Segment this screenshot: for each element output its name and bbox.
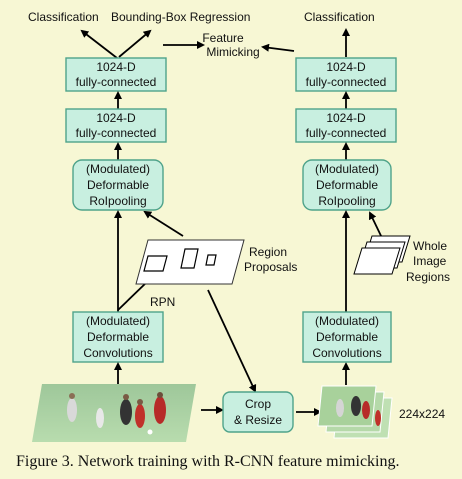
left-fc-bottom-line2: fully-connected <box>76 126 157 140</box>
bbox-regression-label: Bounding-Box Regression <box>111 10 250 24</box>
arrow-proposals-to-crop <box>207 289 257 393</box>
left-conv-line3: Convolutions <box>83 346 152 360</box>
right-conv-box <box>302 311 392 363</box>
proposal-box-2 <box>180 248 199 269</box>
right-fc-bottom-line1: 1024-D <box>326 111 366 125</box>
proposal-box-3 <box>205 254 217 266</box>
region-proposals-plane <box>135 239 245 285</box>
right-conv-line1: (Modulated) <box>315 314 379 328</box>
left-conv-line2: Deformable <box>87 330 149 344</box>
crop-resize-line2: & Resize <box>234 413 282 427</box>
feature-mimicking-line1: Feature <box>202 31 244 45</box>
proposal-box-1 <box>143 255 168 272</box>
right-fc-top-box <box>295 57 397 92</box>
input-image <box>32 384 196 442</box>
whole-image-regions-stack <box>353 235 411 275</box>
whole-image-regions-line2: Image <box>413 254 447 268</box>
crop-resize-line1: Crop <box>245 397 271 411</box>
left-fc-top-box <box>65 57 167 92</box>
right-fc-bottom-line2: fully-connected <box>306 126 387 140</box>
left-fc-top-line2: fully-connected <box>76 75 157 89</box>
arrow-to-left-classification <box>80 29 118 59</box>
right-roipool-line3: RoIpooling <box>318 194 375 208</box>
arrow-proposals-to-roipool <box>143 210 184 237</box>
right-fc-bottom-box <box>295 108 397 143</box>
right-roipool-line1: (Modulated) <box>315 162 379 176</box>
figure-caption: Figure 3. Network training with R-CNN fe… <box>16 453 399 470</box>
cropped-images <box>317 385 393 439</box>
crop-resize-box <box>222 391 294 433</box>
right-fc-top-line1: 1024-D <box>326 60 366 74</box>
left-fc-top-line1: 1024-D <box>96 60 136 74</box>
region-proposals-line1: Region <box>249 245 287 259</box>
right-conv-line3: Convolutions <box>312 346 381 360</box>
left-conv-line1: (Modulated) <box>86 314 150 328</box>
left-classification-label: Classification <box>28 10 99 24</box>
left-fc-bottom-line1: 1024-D <box>96 111 136 125</box>
right-roipool-line2: Deformable <box>316 178 378 192</box>
rpn-label: RPN <box>150 295 175 309</box>
crop-size-label: 224x224 <box>399 407 445 421</box>
left-roipool-line1: (Modulated) <box>86 162 150 176</box>
right-fc-top-line2: fully-connected <box>306 75 387 89</box>
arrow-to-bbox-regression <box>118 29 152 58</box>
left-roipool-line2: Deformable <box>87 178 149 192</box>
right-conv-line2: Deformable <box>316 330 378 344</box>
arrow-mimicking-from-right <box>261 43 295 52</box>
whole-image-regions-line1: Whole <box>413 239 447 253</box>
whole-image-regions-line3: Regions <box>406 270 450 284</box>
feature-mimicking-line2: Mimicking <box>206 45 259 59</box>
region-proposals-line2: Proposals <box>244 260 297 274</box>
left-roipool-line3: RoIpooling <box>89 194 146 208</box>
left-fc-bottom-box <box>65 108 167 143</box>
right-classification-label: Classification <box>304 10 375 24</box>
